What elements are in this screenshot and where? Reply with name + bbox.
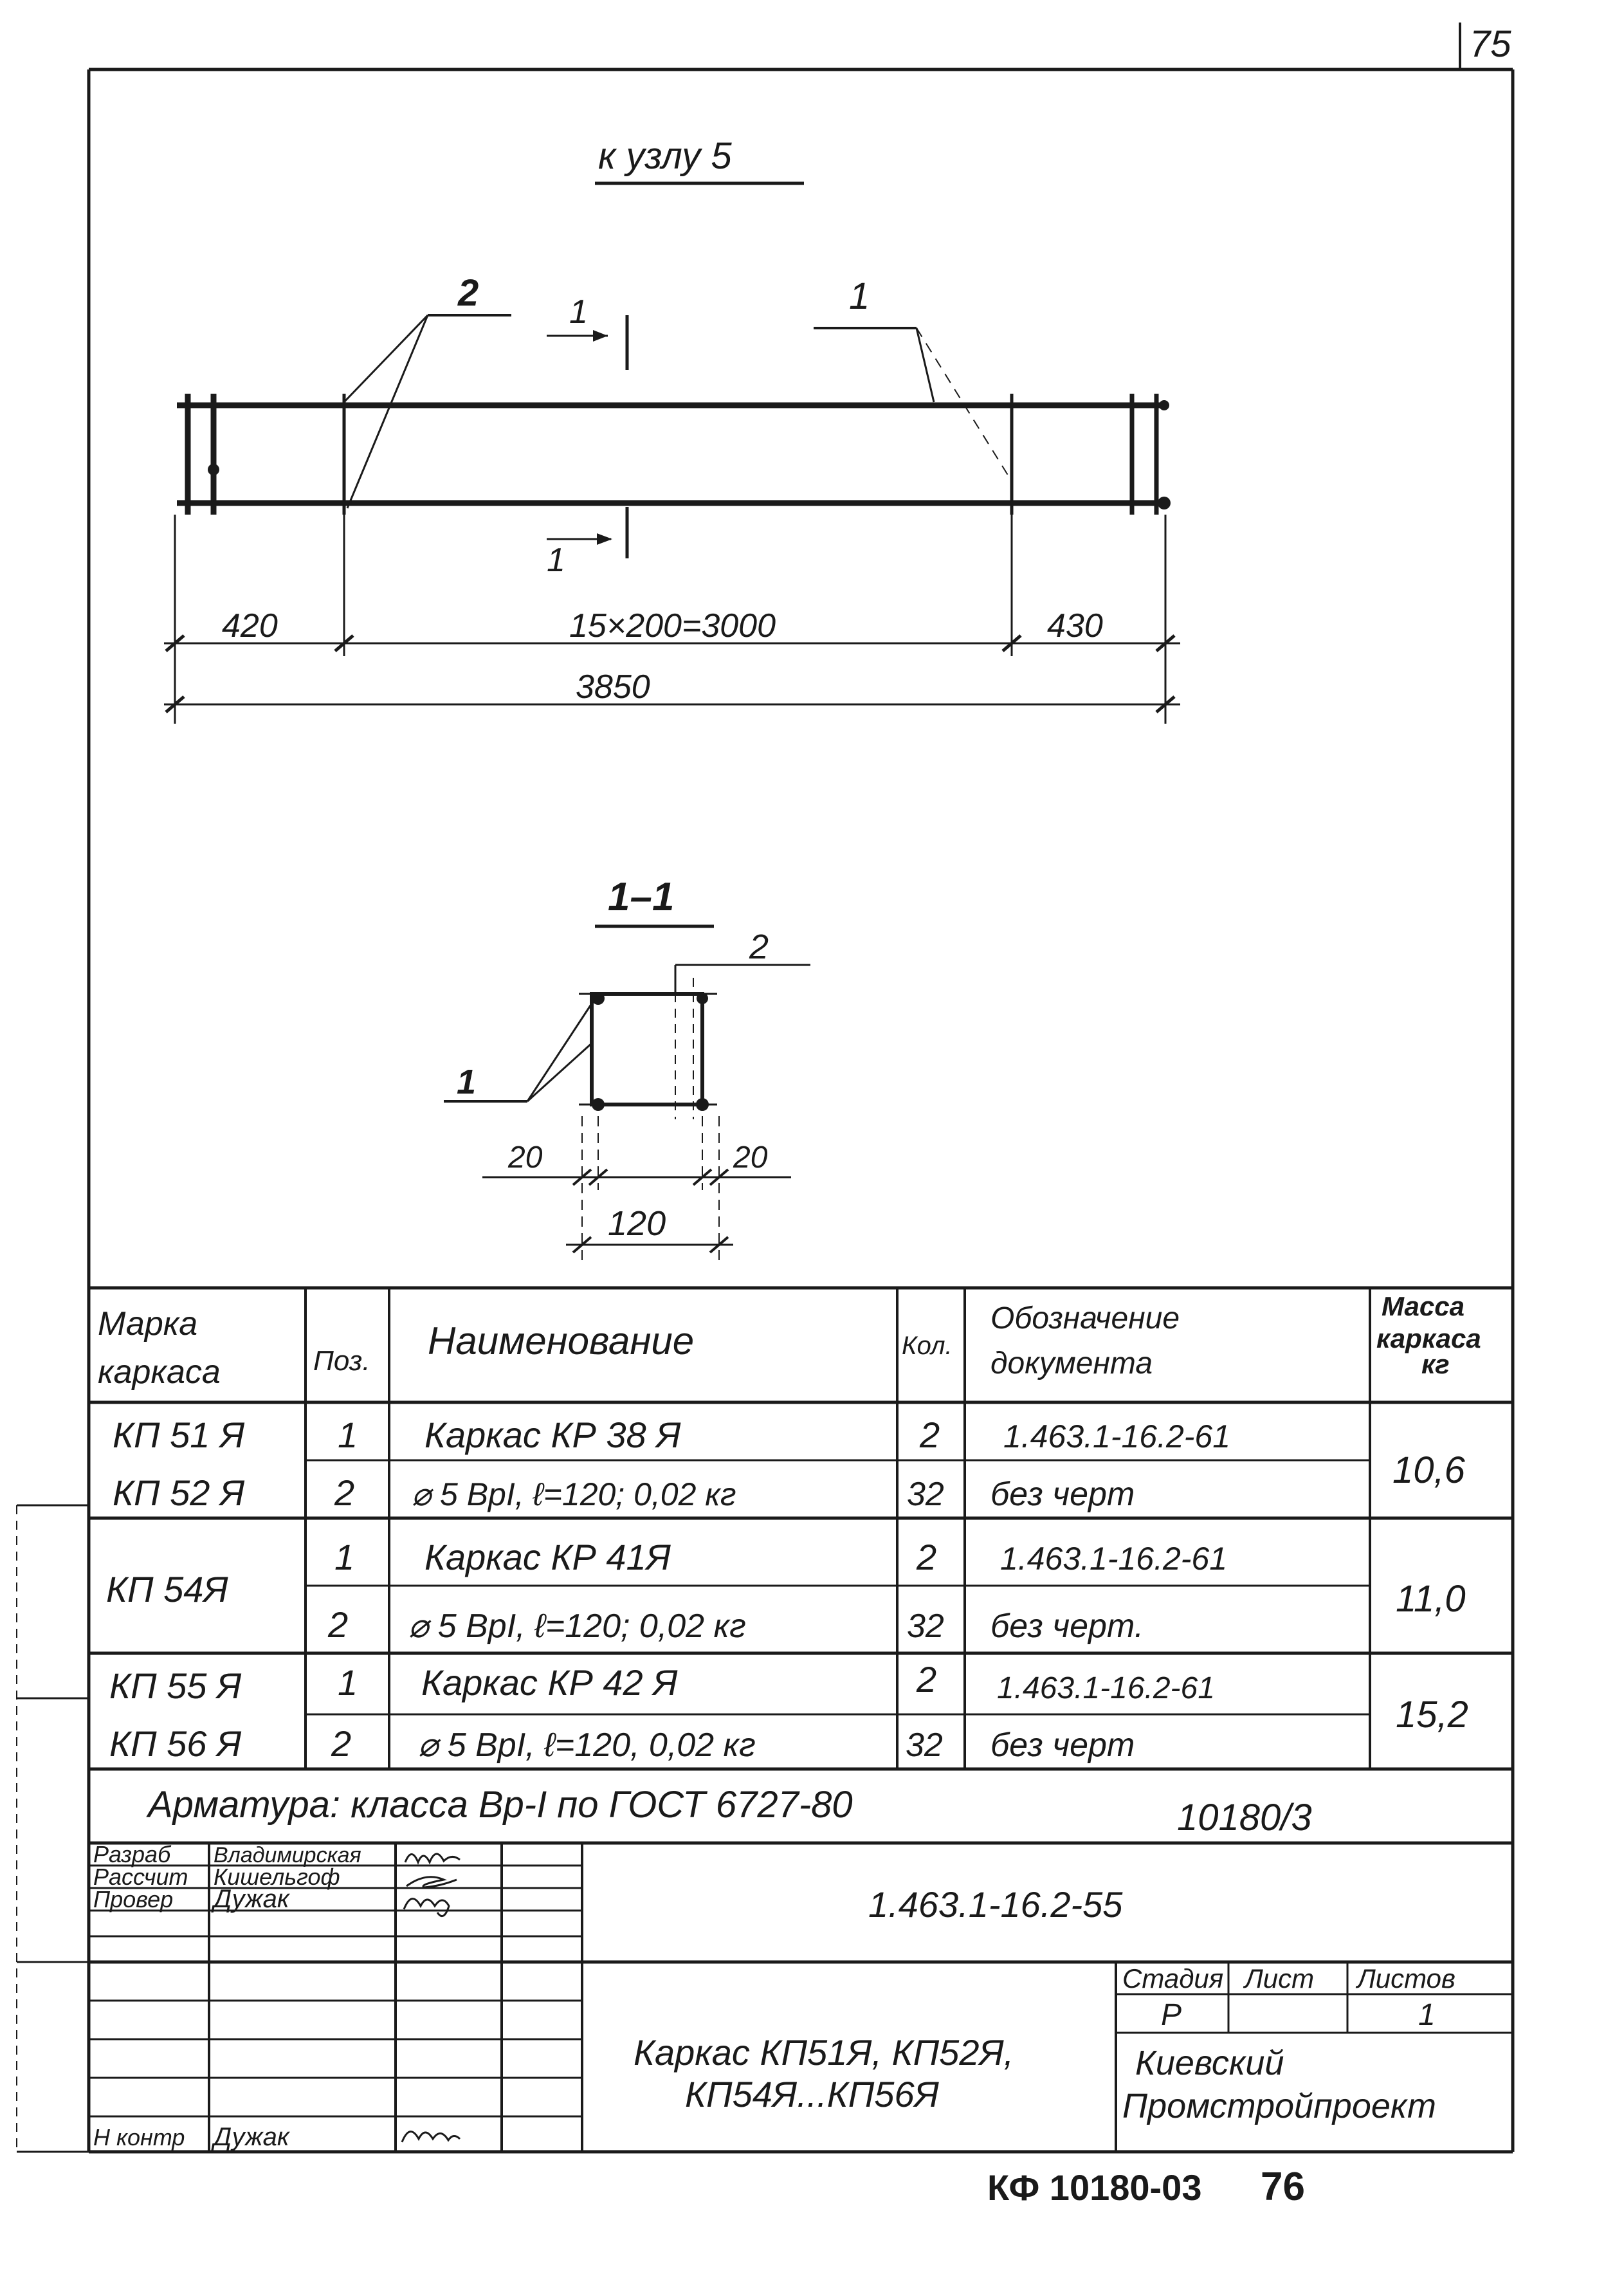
mark-kp54: КП 54Я (106, 1569, 228, 1609)
g2-r1-doc: 1.463.1-16.2-61 (1000, 1541, 1227, 1577)
g2-r1-qty: 2 (916, 1537, 936, 1577)
g1-r2-pos: 2 (334, 1472, 354, 1513)
header-doc: Обозначение документа (990, 1301, 1188, 1380)
signature (406, 1876, 457, 1889)
sheet-frame (16, 23, 1515, 2154)
sheets-value: 1 (1418, 1998, 1436, 2032)
title-block: Разраб Владимирская Рассчит Кишельгоф Пр… (89, 1841, 1513, 2152)
g2-r1-name: Каркас КР 41Я (424, 1537, 671, 1577)
weld-dot (1158, 497, 1171, 509)
mark-kp52: КП 52 Я (113, 1472, 245, 1513)
g3-r1-qty: 2 (916, 1659, 936, 1700)
footer-code: КФ 10180-03 (987, 2167, 1201, 2208)
name-checked: Дужак (211, 1885, 291, 1913)
header-mark: Марка каркаса (98, 1305, 221, 1391)
role-calculated: Рассчит (93, 1864, 188, 1890)
header-pos: Поз. (313, 1345, 370, 1377)
section-dim-right: 20 (733, 1141, 768, 1175)
sheet-header: Лист (1243, 1963, 1314, 1994)
g1-r1-qty: 2 (919, 1415, 940, 1455)
g2-mass: 11,0 (1396, 1578, 1466, 1620)
mark-kp55: КП 55 Я (109, 1665, 242, 1706)
g3-r1-doc: 1.463.1-16.2-61 (997, 1671, 1215, 1705)
g3-r2-qty: 32 (906, 1727, 943, 1764)
signature (403, 1898, 450, 1918)
footer-sheet-number: 76 (1261, 2165, 1305, 2209)
g3-mass: 15,2 (1396, 1694, 1468, 1736)
dim-total: 3850 (576, 668, 650, 706)
spec-table: Марка каркаса Поз. Наименование Кол. Обо… (89, 1286, 1513, 1838)
g1-r2-doc: без черт (990, 1476, 1135, 1513)
section-1-1: 1–1 2 1 20 20 120 (444, 875, 810, 1261)
g1-r2-name: ⌀ 5 BpI, ℓ=120; 0,02 кг (412, 1476, 736, 1512)
stage-value: Р (1161, 1998, 1182, 2032)
g2-r2-pos: 2 (327, 1604, 348, 1645)
leader-label-pos1: 1 (849, 275, 870, 317)
name-developer: Владимирская (214, 1843, 361, 1867)
leader-label-pos2: 2 (457, 272, 479, 314)
dim-right: 430 (1047, 607, 1103, 645)
weld-dot (208, 464, 219, 475)
g1-r1-pos: 1 (338, 1415, 358, 1455)
g1-mass: 10,6 (1392, 1449, 1466, 1491)
header-qty: Кол. (902, 1332, 953, 1360)
header-mass: Масса каркаса кг (1376, 1291, 1488, 1379)
g3-r1-name: Каркас КР 42 Я (421, 1662, 678, 1703)
dim-left: 420 (222, 607, 278, 645)
node-title: к узлу 5 (598, 135, 732, 177)
section-outline (590, 992, 704, 1106)
dim-middle: 15×200=3000 (569, 607, 776, 645)
g3-r2-doc: без черт (990, 1727, 1135, 1764)
name-calculated: Кишельгоф (214, 1864, 340, 1890)
section-dim-width: 120 (608, 1204, 666, 1243)
reinforcement-note: Арматура: класса Bp-I по ГОСТ 6727-80 (146, 1784, 853, 1826)
section-leader-pos2: 2 (749, 928, 769, 966)
g2-r2-name: ⌀ 5 BpI, ℓ=120; 0,02 кг (408, 1608, 746, 1645)
name-norm-control: Дужак (211, 2123, 291, 2151)
section-dim-left: 20 (507, 1141, 543, 1175)
mark-kp51: КП 51 Я (113, 1415, 245, 1455)
section-mark-top: 1 (569, 293, 588, 331)
section-title: 1–1 (608, 875, 674, 919)
signature (401, 2131, 461, 2143)
section-mark-bottom: 1 (547, 542, 565, 579)
sheets-header: Листов (1355, 1963, 1455, 1994)
g3-r2-pos: 2 (331, 1723, 351, 1764)
weld-dot (1159, 400, 1169, 410)
g1-r2-qty: 32 (907, 1476, 944, 1513)
page-number: 75 (1470, 23, 1511, 65)
g1-r1-doc: 1.463.1-16.2-61 (1003, 1418, 1230, 1454)
g2-r2-doc: без черт. (990, 1608, 1144, 1645)
drawing-designation: 1.463.1-16.2-55 (868, 1884, 1123, 1925)
signature (404, 1853, 461, 1866)
stage-header: Стадия (1122, 1963, 1223, 1994)
section-leader-pos1: 1 (457, 1063, 476, 1101)
note-code: 10180/3 (1177, 1797, 1312, 1838)
role-norm-control: Н контр (93, 2124, 185, 2150)
role-developer: Разраб (93, 1841, 172, 1867)
g1-r1-name: Каркас КР 38 Я (424, 1415, 681, 1455)
drawing-title: Каркас КП51Я, КП52Я, КП54Я...КП56Я (634, 2032, 1024, 2114)
g3-r2-name: ⌀ 5 BpI, ℓ=120, 0,02 кг (418, 1727, 756, 1764)
mark-kp56: КП 56 Я (109, 1723, 242, 1764)
header-name: Наименование (428, 1319, 694, 1362)
g2-r2-qty: 32 (907, 1608, 944, 1645)
frame-elevation: 2 1 1 1 420 15×200=3000 430 3850 (164, 272, 1180, 724)
role-checked: Провер (93, 1886, 173, 1912)
g2-r1-pos: 1 (334, 1537, 354, 1577)
g3-r1-pos: 1 (338, 1662, 358, 1703)
organization: Киевский Промстройпроект (1122, 2044, 1436, 2125)
